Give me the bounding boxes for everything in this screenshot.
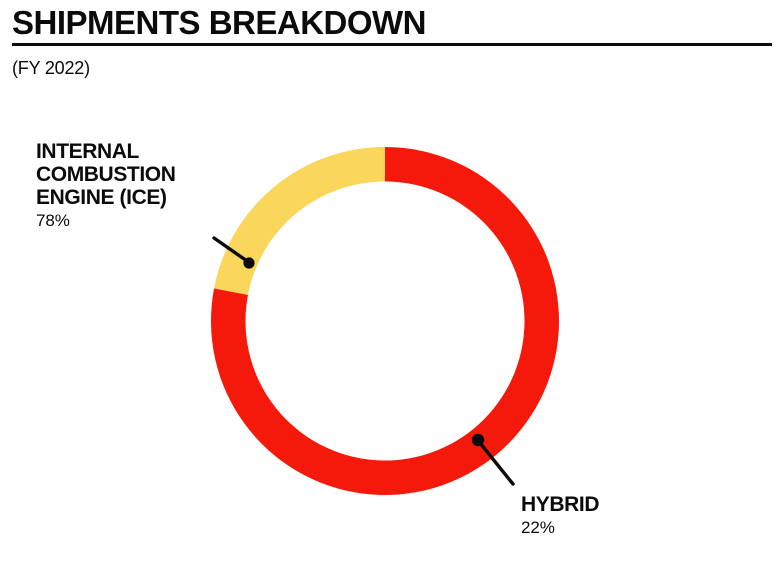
slice-label-ice-line3: ENGINE (ICE) xyxy=(36,186,167,209)
chart-subtitle: (FY 2022) xyxy=(12,58,90,78)
title-divider xyxy=(12,43,772,46)
donut-slice-internal-combustion-engine-ice xyxy=(210,147,559,495)
slice-label-ice-line1: INTERNAL xyxy=(36,140,139,163)
donut-slice-group xyxy=(210,147,559,495)
slice-value-ice: 78% xyxy=(36,211,70,230)
page-title: SHIPMENTS BREAKDOWN xyxy=(12,4,427,41)
leader-dot-ice xyxy=(243,257,255,269)
leader-line-hybrid xyxy=(478,441,515,486)
leader-line-group xyxy=(212,236,515,486)
slice-label-hybrid: HYBRID 22% xyxy=(521,493,600,538)
donut-slice-hybrid xyxy=(214,147,385,295)
slice-label-ice: INTERNAL COMBUSTION ENGINE (ICE) 78% xyxy=(36,140,176,231)
slice-label-hybrid-line1: HYBRID xyxy=(521,493,600,516)
leader-dot-hybrid xyxy=(471,433,485,447)
slice-value-hybrid: 22% xyxy=(521,518,555,537)
leader-line-ice xyxy=(212,236,249,263)
slice-label-ice-line2: COMBUSTION xyxy=(36,163,176,186)
